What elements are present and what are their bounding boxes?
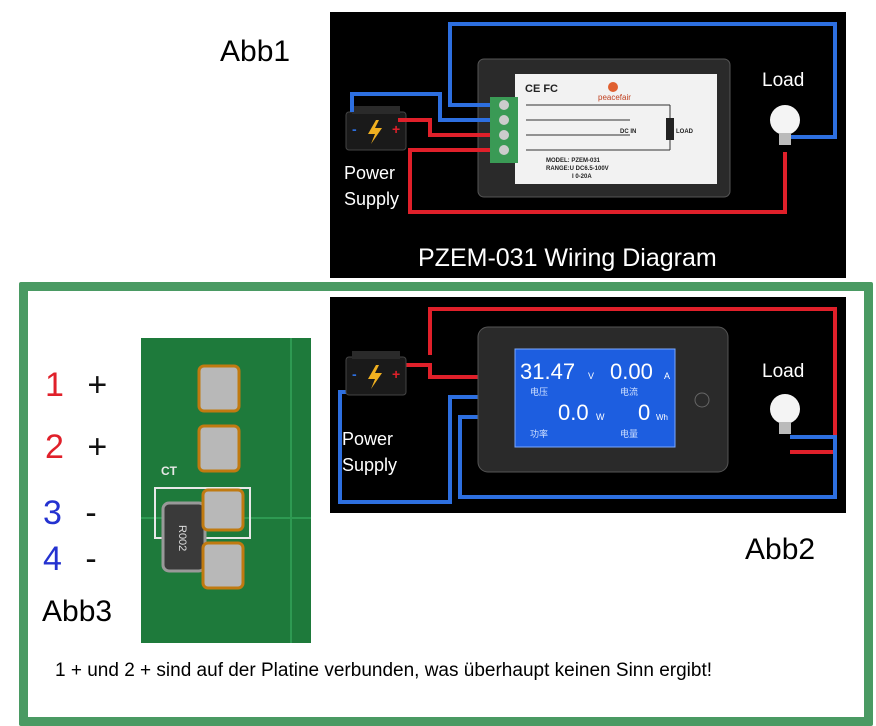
lightning-icon-2: [368, 365, 382, 389]
lightning-icon: [368, 120, 382, 144]
battery-minus-icon-2: -: [352, 366, 357, 382]
terminal-2: [499, 115, 509, 125]
load-label: Load: [762, 70, 804, 91]
abb1-label: Abb1: [220, 35, 291, 68]
lcd-current-label: 电流: [620, 386, 638, 397]
dc-in-text: DC IN: [620, 129, 636, 135]
highlight-frame: [19, 282, 873, 726]
battery-top: [352, 106, 400, 114]
light-bulb-icon: [770, 105, 800, 135]
battery-plus-icon-2: +: [392, 366, 400, 382]
wire-positive-supply: [398, 118, 490, 137]
range-u-text: RANGE:U DC6.5-100V: [546, 166, 609, 172]
pin-4-sign: -: [85, 540, 97, 578]
lcd-energy: 0: [638, 400, 650, 425]
wire-positive-load: [408, 148, 787, 214]
wiring-diagram-2-svg: 31.47 V 0.00 A 电压 电流 0.0 W 0 Wh 功率 电量 + …: [338, 307, 837, 504]
lcd-power-label: 功率: [530, 428, 548, 439]
lcd-current: 0.00: [610, 359, 653, 384]
cert-marks: CE FC: [525, 83, 558, 95]
pin-1-label: 1 +: [45, 366, 107, 405]
light-bulb-icon-2: [770, 394, 800, 424]
battery-top-2: [352, 351, 400, 359]
terminal-3: [499, 130, 509, 140]
pin-3-number: 3: [43, 494, 62, 532]
pin-3-sign: -: [85, 494, 97, 532]
lcd-power: 0.0: [558, 400, 589, 425]
bulb-base: [779, 133, 791, 145]
battery-minus-icon: -: [352, 121, 357, 137]
reset-button-icon: [694, 392, 710, 408]
wire2-negative-supply: [338, 390, 480, 504]
module-label-plate: [515, 74, 717, 184]
lcd-voltage-label: 电压: [530, 386, 548, 397]
wire2-positive-supply: [398, 363, 480, 379]
abb2-label: Abb2: [745, 533, 816, 566]
caption-text: 1 + und 2 + sind auf der Platine verbund…: [55, 660, 713, 681]
pin-2-label: 2 +: [45, 428, 107, 467]
battery-plus-icon: +: [392, 121, 400, 137]
wire2-positive-top: [428, 307, 837, 454]
plate-load-symbol: [666, 118, 674, 140]
resistor-marking: R002: [176, 525, 188, 551]
pin-3-label: 3 -: [43, 494, 97, 533]
model-text: MODEL: PZEM-031: [546, 158, 601, 164]
shunt-resistor: [161, 501, 207, 573]
solder-pad-1: [197, 364, 241, 413]
solder-pad-3: [201, 488, 245, 532]
lcd-voltage: 31.47: [520, 359, 575, 384]
pin-4-label: 4 -: [43, 540, 97, 579]
wiring-diagram-1: CE FC peacefair DC IN LOAD MODEL: PZEM-0…: [330, 12, 846, 278]
pin-4-number: 4: [43, 540, 62, 578]
load-plate-text: LOAD: [676, 129, 694, 135]
lcd-display: [514, 348, 676, 448]
pin-2-number: 2: [45, 428, 64, 466]
terminal-1: [499, 100, 509, 110]
load-label-2: Load: [762, 361, 804, 382]
terminal-4: [499, 145, 509, 155]
wiring-diagram-1-svg: CE FC peacefair DC IN LOAD MODEL: PZEM-0…: [344, 22, 837, 272]
solder-pad-4: [201, 541, 245, 590]
brand-text: peacefair: [598, 93, 631, 102]
lcd-current-unit: A: [664, 371, 670, 381]
diagram-title: PZEM-031 Wiring Diagram: [418, 244, 717, 272]
lcd-voltage-unit: V: [588, 371, 594, 381]
lcd-energy-label: 电量: [620, 428, 638, 439]
power-supply2-label-2: Supply: [342, 455, 397, 475]
brand-logo-icon: [608, 82, 618, 92]
pcb-svg: CT R002: [141, 338, 311, 643]
power-supply2-label-1: Power: [342, 429, 393, 449]
pin-1-sign: +: [87, 366, 108, 404]
bulb-base-2: [779, 422, 791, 434]
ct-silkscreen: CT: [161, 464, 178, 478]
lcd-energy-unit: Wh: [656, 413, 668, 422]
power-supply-label-1: Power: [344, 163, 395, 183]
power-supply-label-2: Supply: [344, 189, 399, 209]
pin-1-number: 1: [45, 366, 64, 404]
solder-pad-2: [197, 424, 241, 473]
wire2-negative-load: [458, 415, 837, 499]
lcd-power-unit: W: [596, 412, 605, 422]
range-i-text: I 0-20A: [572, 174, 592, 180]
pcb-photo: CT R002: [141, 338, 311, 643]
wire-negative-supply: [350, 92, 490, 122]
wiring-diagram-2: 31.47 V 0.00 A 电压 电流 0.0 W 0 Wh 功率 电量 + …: [330, 297, 846, 513]
wire-negative-load: [448, 22, 837, 139]
pin-2-sign: +: [87, 428, 108, 466]
abb3-label: Abb3: [42, 595, 113, 628]
